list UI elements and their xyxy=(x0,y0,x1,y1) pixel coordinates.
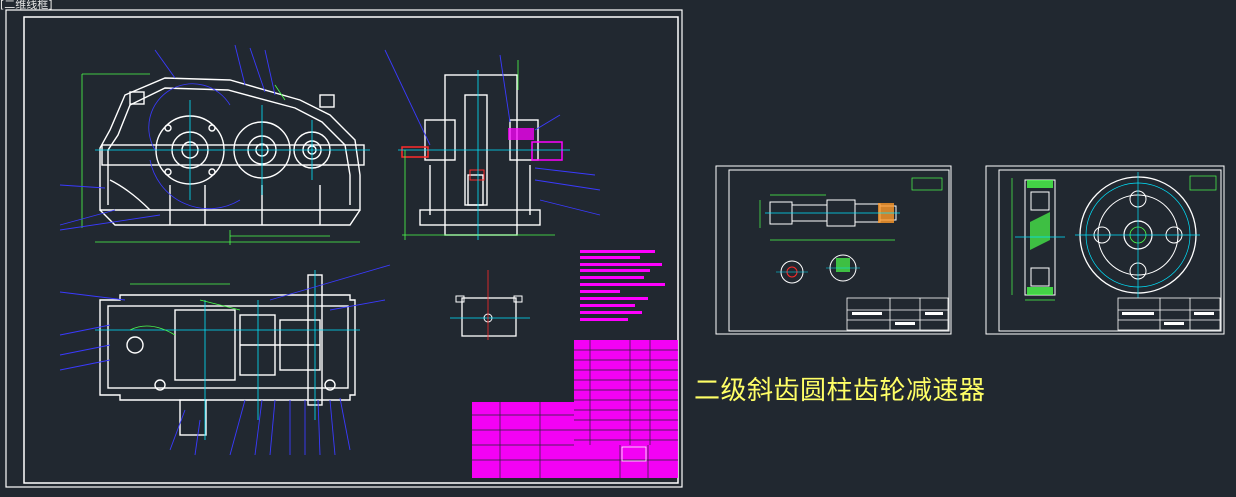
detail-view xyxy=(450,270,530,340)
top-view xyxy=(99,274,356,436)
side-view-leaders xyxy=(384,49,601,216)
side-view-dimensions xyxy=(402,60,555,240)
title-block-drawing-no xyxy=(621,446,647,462)
top-view-centerlines xyxy=(95,270,360,440)
front-view-dimensions xyxy=(81,73,360,245)
side-view-centerlines xyxy=(398,70,570,240)
front-view xyxy=(99,77,365,226)
parts-list-grid xyxy=(472,340,678,478)
gear-drawing-sheet[interactable] xyxy=(985,165,1225,335)
side-view-highlights xyxy=(401,128,563,181)
side-view xyxy=(419,74,541,236)
top-view-dimensions xyxy=(129,283,241,336)
top-view-leaders xyxy=(59,264,391,456)
parts-list-table xyxy=(472,340,678,478)
front-view-leaders xyxy=(59,44,276,231)
viewport-mode-label[interactable]: [二维线框] xyxy=(0,0,53,11)
assembly-drawing-sheet[interactable] xyxy=(5,9,683,488)
front-view-centerlines xyxy=(95,83,370,210)
technical-notes-block xyxy=(580,250,665,321)
drawing-title-caption: 二级斜齿圆柱齿轮减速器 xyxy=(694,376,986,406)
shaft-drawing-sheet[interactable] xyxy=(715,165,952,335)
